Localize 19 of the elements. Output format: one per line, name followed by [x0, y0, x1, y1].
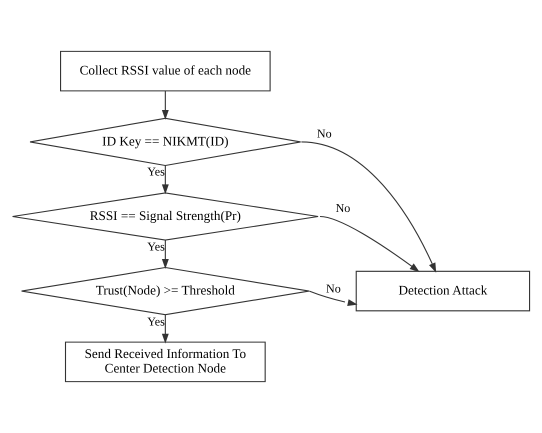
edge-label: Yes: [147, 164, 165, 179]
arrow: [162, 315, 169, 344]
node-box: Send Received Information To Center Detection Node: [64, 342, 266, 382]
arrow: [162, 90, 169, 120]
arrow: [162, 240, 169, 269]
node-diamond: RSSI == Signal Strength(Pr): [12, 192, 319, 241]
arrow: [162, 166, 169, 194]
edge-label: Yes: [147, 239, 165, 254]
arrow: [309, 290, 358, 306]
arrow: [320, 216, 420, 272]
edge-label: Yes: [147, 314, 165, 328]
node-box: Collect RSSI value of each node: [60, 50, 271, 92]
edge-label: No: [336, 201, 350, 216]
node-diamond: ID Key == NIKMT(ID): [29, 118, 302, 166]
edge-label: No: [316, 126, 332, 140]
node-box: Detection Attack: [356, 270, 530, 312]
edge-label: No: [326, 281, 341, 296]
arrow: [301, 141, 436, 273]
node-diamond: Trust(Node) >= Threshold: [21, 266, 310, 316]
